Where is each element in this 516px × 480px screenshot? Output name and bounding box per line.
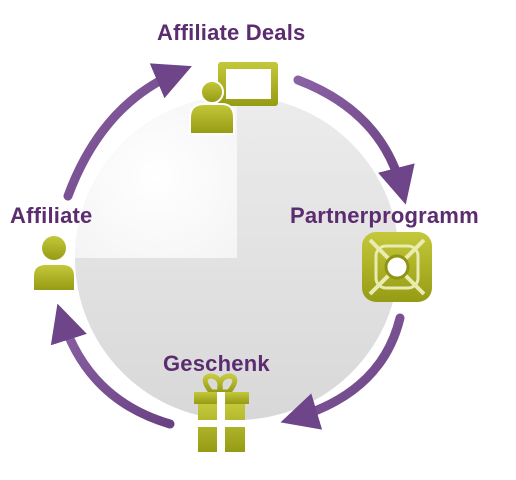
label-affiliate: Affiliate [10,203,93,228]
gift-icon [194,373,249,452]
label-partnerprogramm: Partnerprogramm [290,203,479,228]
presenter-icon [189,62,278,135]
arrow-partner-to-gift [280,313,405,430]
label-affiliate-deals: Affiliate Deals [157,20,306,45]
network-hub-icon [362,232,432,302]
person-icon [34,236,74,290]
arrow-deals-to-partner [293,75,415,205]
center-disc [75,96,399,420]
arrow-affiliate-to-deals [63,63,192,201]
cycle-arrows [50,63,415,430]
arrow-gift-to-affiliate [50,303,175,429]
label-geschenk: Geschenk [163,351,270,376]
